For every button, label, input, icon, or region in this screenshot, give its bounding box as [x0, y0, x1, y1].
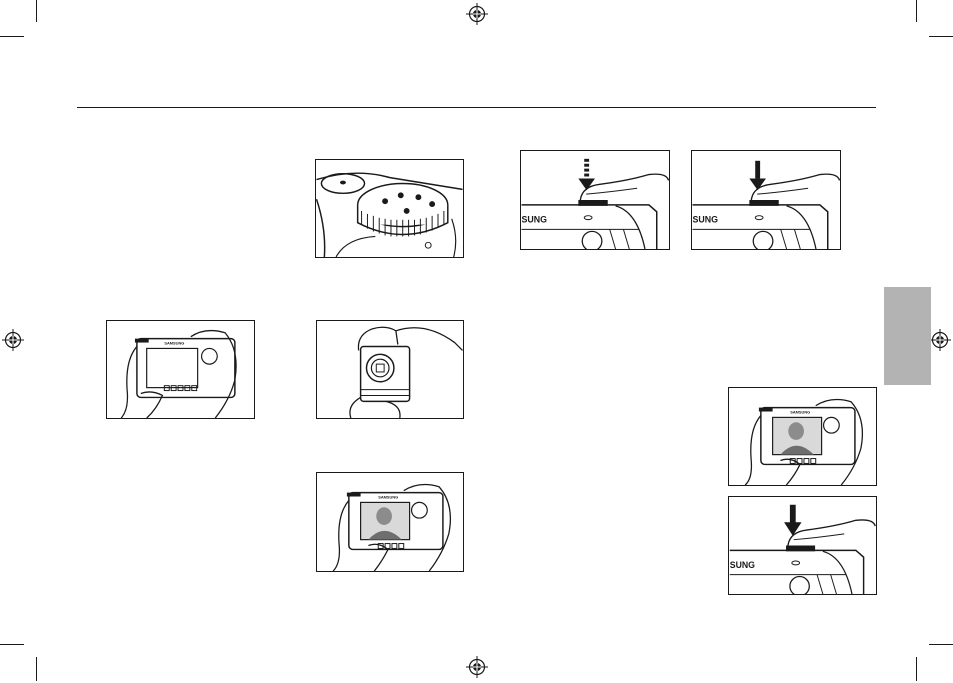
brand-label: SUNG — [693, 215, 719, 225]
figure-shutter-full-press-2: SUNG — [728, 496, 877, 595]
brand-label: SUNG — [522, 215, 548, 225]
figure-shutter-full-press: SUNG — [691, 150, 841, 250]
crop-mark — [929, 36, 953, 37]
crop-mark — [36, 657, 37, 681]
registration-mark-icon — [2, 329, 24, 351]
shutter-half-press-dashed-arrow-icon: SUNG — [521, 151, 669, 249]
crop-mark — [0, 644, 24, 645]
figure-hold-back: SAMSUNG — [106, 320, 255, 419]
header-rule — [77, 107, 876, 108]
figure-hold-back-portrait-2: SAMSUNG — [728, 387, 877, 486]
crop-mark — [916, 657, 917, 681]
two-hand-grip-with-preview-icon: SAMSUNG — [729, 388, 876, 485]
crop-mark — [916, 0, 917, 22]
two-hand-grip-with-preview-icon: SAMSUNG — [317, 473, 463, 571]
shutter-full-press-solid-arrow-icon: SUNG — [692, 151, 840, 249]
brand-label: SAMSUNG — [790, 409, 810, 414]
shutter-full-press-solid-arrow-icon: SUNG — [729, 497, 876, 594]
figure-shutter-half-press: SUNG — [520, 150, 670, 250]
figure-hold-back-portrait: SAMSUNG — [316, 472, 464, 572]
crop-mark — [0, 36, 24, 37]
brand-label: SUNG — [730, 560, 755, 570]
brand-label: SAMSUNG — [378, 494, 398, 499]
two-hand-grip-front-view-icon — [317, 321, 463, 418]
registration-mark-icon — [929, 329, 951, 351]
chapter-tab — [884, 287, 931, 385]
registration-mark-icon — [466, 656, 488, 678]
two-hand-grip-back-view-icon: SAMSUNG — [107, 321, 254, 418]
registration-mark-icon — [466, 3, 488, 25]
figure-mode-dial — [315, 159, 464, 258]
crop-mark — [929, 644, 953, 645]
brand-label: SAMSUNG — [164, 341, 184, 346]
crop-mark — [36, 0, 37, 22]
figure-hold-front — [316, 320, 464, 419]
mode-dial-closeup-icon — [316, 160, 463, 257]
